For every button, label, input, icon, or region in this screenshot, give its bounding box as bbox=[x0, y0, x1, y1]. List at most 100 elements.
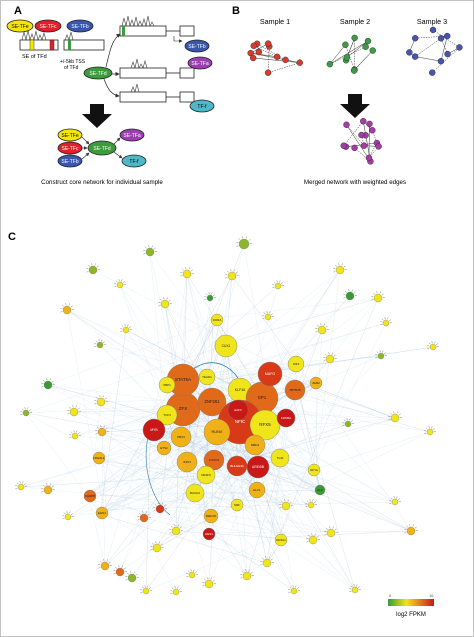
sample2-network bbox=[326, 34, 376, 74]
network-edge bbox=[119, 284, 210, 463]
node-tick bbox=[62, 515, 65, 517]
node-tick bbox=[383, 352, 386, 354]
network-node bbox=[360, 117, 367, 125]
network-edge bbox=[346, 37, 355, 58]
gene-node-small bbox=[382, 319, 390, 327]
node-tick bbox=[135, 573, 138, 576]
network-edge bbox=[101, 443, 160, 514]
node-tick bbox=[160, 543, 163, 546]
network-node bbox=[282, 56, 289, 64]
panel-c-letter: C bbox=[8, 231, 16, 243]
node-tick bbox=[186, 573, 189, 575]
network-edge bbox=[273, 371, 396, 419]
legend-min: 0 bbox=[389, 593, 392, 598]
network-edge bbox=[153, 429, 239, 470]
gene-label-stat: STAT5A bbox=[175, 377, 191, 382]
gene-node-small bbox=[281, 501, 291, 511]
network-node bbox=[249, 54, 257, 62]
network-edge bbox=[209, 322, 387, 377]
gene-label-xbp: XBP1 bbox=[163, 383, 171, 387]
track1-mark bbox=[122, 26, 125, 36]
gene-node-small bbox=[71, 432, 79, 440]
node-tick bbox=[396, 496, 398, 499]
node-tick bbox=[312, 499, 314, 502]
gene-label-e2f: E2F3 bbox=[234, 408, 242, 412]
node-tick bbox=[376, 351, 379, 354]
tss-mark bbox=[68, 40, 71, 50]
node-tick bbox=[388, 319, 391, 321]
core-edge-4 bbox=[113, 137, 121, 145]
highlight-edge bbox=[145, 429, 171, 516]
gene-node-small bbox=[155, 504, 165, 514]
network-node bbox=[250, 42, 257, 49]
node-tick bbox=[106, 559, 108, 562]
core-tfa bbox=[119, 128, 145, 142]
node-tick bbox=[260, 564, 263, 566]
track2-peaks bbox=[130, 58, 148, 70]
network-edge bbox=[159, 418, 172, 510]
node-tick bbox=[306, 500, 309, 503]
network-edge bbox=[440, 35, 448, 62]
network-edge bbox=[20, 475, 207, 488]
node-tick bbox=[21, 408, 24, 411]
node-tick bbox=[427, 345, 430, 347]
gene-label-myb: MYB bbox=[150, 428, 158, 432]
node-tick bbox=[390, 412, 392, 415]
network-edge bbox=[278, 297, 379, 537]
node-tick bbox=[49, 483, 51, 486]
gene-node-small bbox=[335, 265, 345, 275]
node-tick bbox=[20, 414, 23, 415]
panel-b-down-arrow bbox=[340, 94, 370, 118]
node-tick bbox=[280, 282, 283, 284]
node-tick bbox=[51, 380, 54, 383]
node-tick bbox=[178, 588, 181, 590]
network-node bbox=[264, 69, 272, 76]
node-tick bbox=[382, 350, 384, 353]
node-tick bbox=[356, 584, 358, 587]
node-tick bbox=[171, 587, 174, 590]
network-edge bbox=[253, 57, 300, 63]
gene-node-small bbox=[345, 291, 355, 301]
node-tick bbox=[108, 561, 111, 564]
node-tick bbox=[150, 546, 153, 547]
tf-f-target-label: TF-f bbox=[197, 104, 207, 110]
merged-network bbox=[340, 117, 382, 165]
node-tick bbox=[204, 578, 206, 581]
node-tick bbox=[305, 503, 308, 505]
node-tick bbox=[170, 593, 173, 594]
network-node bbox=[364, 37, 372, 45]
network-edge bbox=[329, 44, 346, 65]
node-tick bbox=[115, 566, 117, 569]
network-edge bbox=[143, 517, 209, 533]
node-tick bbox=[127, 572, 129, 575]
network-node bbox=[444, 32, 451, 40]
node-tick bbox=[147, 513, 150, 516]
node-tick bbox=[404, 532, 407, 534]
network-node bbox=[429, 69, 436, 76]
network-edge bbox=[145, 433, 151, 592]
node-tick bbox=[210, 577, 212, 580]
node-tick bbox=[289, 501, 292, 504]
node-tick bbox=[113, 573, 116, 575]
node-tick bbox=[137, 516, 140, 517]
gene-node-elf bbox=[248, 481, 266, 499]
panel-b-caption: Merged network with weighted edges bbox=[304, 179, 406, 186]
network-edge bbox=[361, 134, 365, 146]
node-tick bbox=[324, 531, 327, 532]
network-edge bbox=[265, 370, 396, 503]
se-tfb-target-label: SE-TFb bbox=[188, 44, 205, 50]
node-tick bbox=[212, 579, 215, 582]
gene-node-small bbox=[145, 247, 155, 257]
network-edge bbox=[20, 486, 234, 508]
gene-node-nfe bbox=[92, 451, 106, 465]
node-tick bbox=[350, 420, 353, 422]
network-edge bbox=[222, 343, 268, 564]
node-tick bbox=[342, 422, 345, 424]
network-edge bbox=[180, 436, 285, 536]
gene-node-ikzf bbox=[176, 451, 198, 473]
node-tick bbox=[380, 321, 383, 323]
core-edge-5 bbox=[113, 151, 123, 159]
network-edge bbox=[101, 454, 177, 593]
network-node bbox=[406, 49, 413, 56]
se-tfd-label: SE-TFd bbox=[89, 71, 106, 77]
